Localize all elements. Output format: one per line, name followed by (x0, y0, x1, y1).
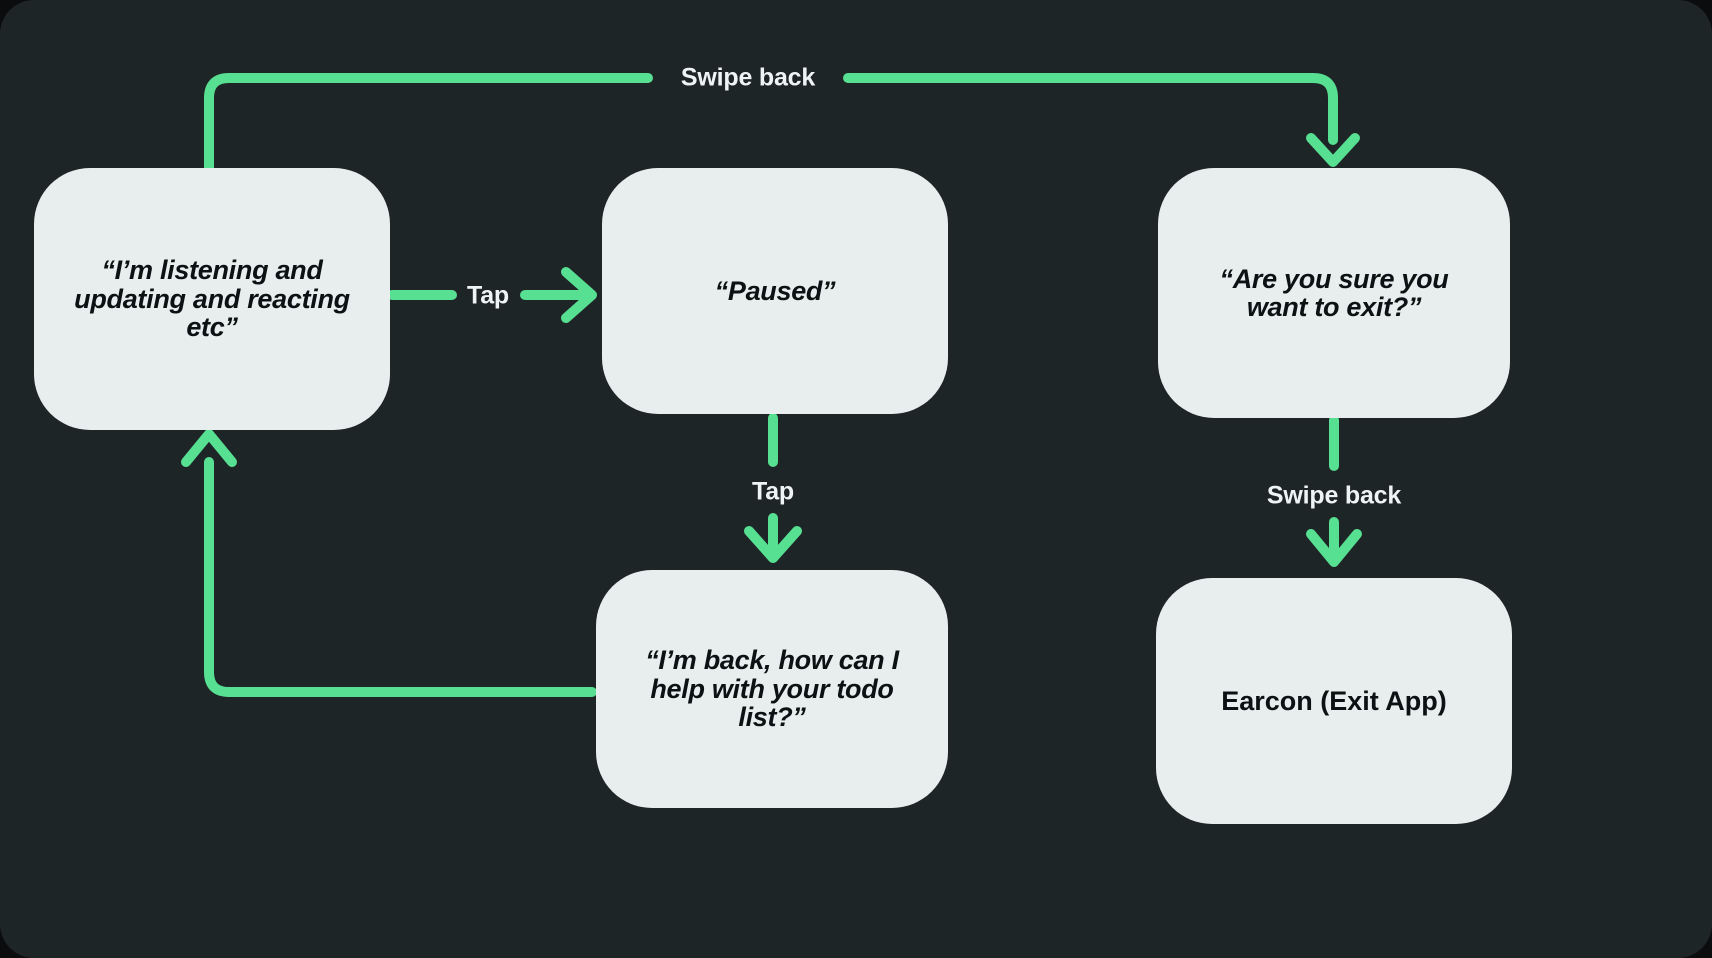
wire-swipe-back-top-right (843, 73, 1338, 145)
arrowhead-confirm-exit (1306, 133, 1360, 167)
node-listening-label: “I’m listening and updating and reacting… (74, 255, 350, 343)
edge-label-tap-paused-imback: Tap (752, 477, 794, 506)
edge-label-swipe-back-top: Swipe back (680, 63, 816, 92)
node-im-back-label: “I’m back, how can I help with your todo… (645, 645, 899, 733)
arrowhead-earcon (1306, 529, 1362, 567)
node-earcon-label: Earcon (Exit App) (1221, 685, 1447, 716)
wire-imback-to-listening (204, 457, 597, 697)
node-earcon[interactable]: Earcon (Exit App) (1156, 578, 1512, 824)
wire-swipe-back-top-left (204, 73, 653, 175)
arrowhead-listening (181, 429, 237, 467)
edge-label-swipe-back-right: Swipe back (1266, 481, 1402, 510)
edge-label-tap-listening-paused: Tap (467, 281, 509, 310)
arrowhead-imback (744, 526, 802, 563)
node-confirm-exit[interactable]: “Are you sure you want to exit?” (1158, 168, 1510, 418)
node-listening[interactable]: “I’m listening and updating and reacting… (34, 168, 390, 430)
arrowhead-paused (561, 267, 597, 323)
node-paused-label: “Paused” (714, 275, 836, 306)
node-confirm-exit-label: “Are you sure you want to exit?” (1219, 263, 1449, 322)
node-paused[interactable]: “Paused” (602, 168, 948, 414)
node-im-back[interactable]: “I’m back, how can I help with your todo… (596, 570, 948, 808)
